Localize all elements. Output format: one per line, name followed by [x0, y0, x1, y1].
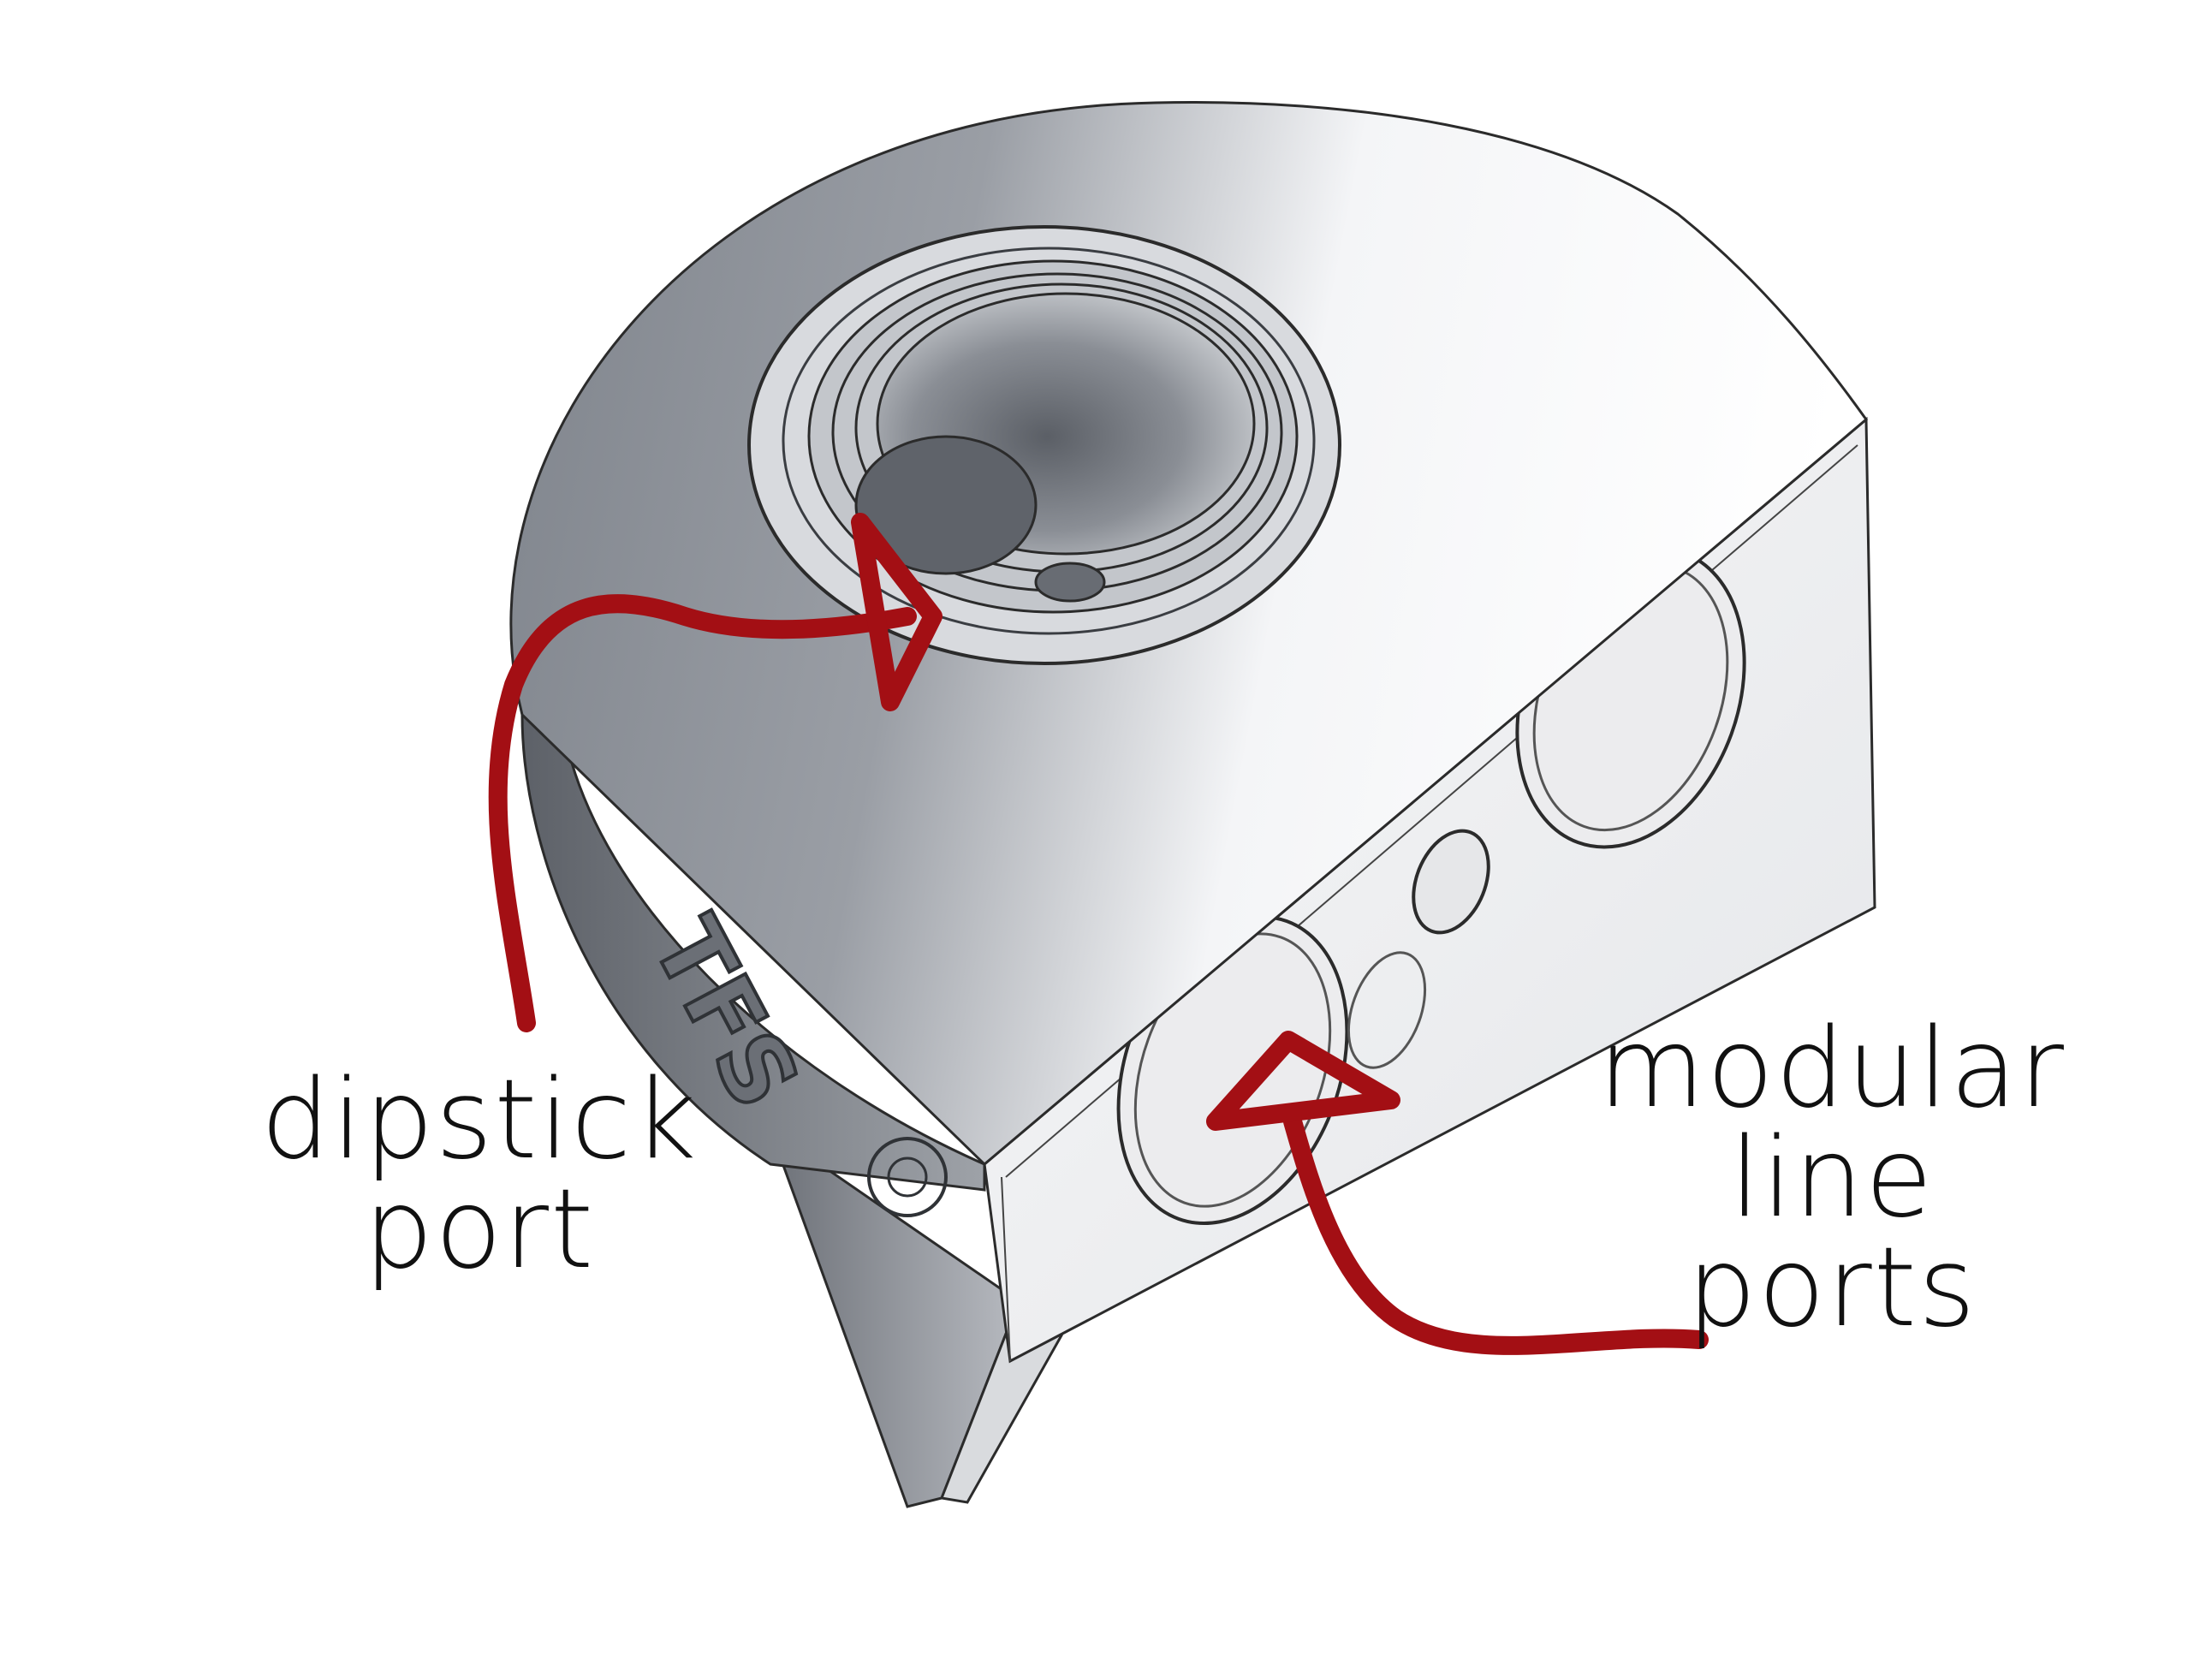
modular-label-line-3: ports — [1686, 1224, 1977, 1352]
modular-arrow-head — [1206, 1031, 1400, 1131]
dipstick-label-line-1: dipstick — [260, 1056, 699, 1184]
dipstick-arrow-head — [851, 513, 942, 711]
engraved-logo — [867, 1137, 948, 1217]
modular-arrow-shaft — [1283, 1112, 1709, 1355]
modular-line-ports-label: modular line ports — [1567, 1014, 2097, 1343]
dipstick-label-line-2: port — [363, 1166, 596, 1293]
modular-arrow — [1206, 1031, 1709, 1355]
dipstick-port-label: dipstick port — [214, 1066, 745, 1285]
modular-line-port-small — [1412, 829, 1490, 935]
modular-label-line-2: line — [1729, 1115, 1935, 1242]
dipstick-arrow-shaft — [488, 594, 917, 1032]
lower-tab — [767, 1127, 1063, 1508]
dipstick-bore — [747, 225, 1341, 665]
dipstick-arrow — [488, 513, 942, 1032]
modular-label-line-1: modular — [1598, 1005, 2066, 1133]
